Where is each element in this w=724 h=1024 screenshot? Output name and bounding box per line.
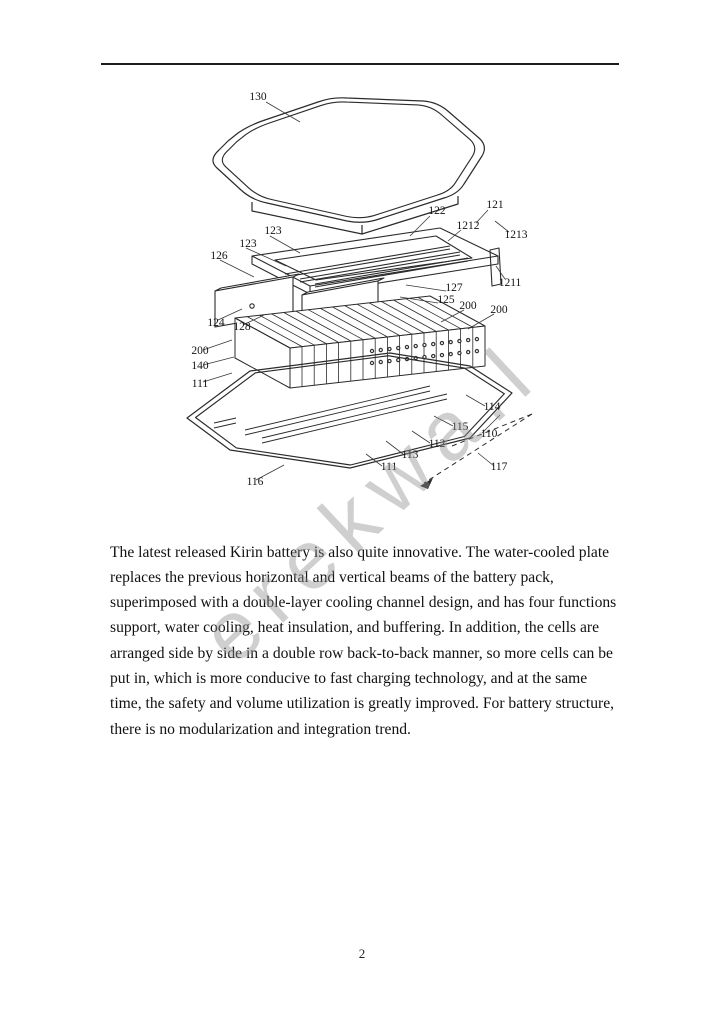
figure-label: 127 [445,282,463,294]
figure-label: 110 [481,428,498,440]
figure-label: 114 [484,401,501,413]
figure-label: 128 [233,321,251,333]
figure-label: 130 [249,91,267,103]
patent-exploded-diagram: 130 122 121 1212 1213 123 123 126 1211 1… [0,78,724,514]
figure-label: 1211 [499,277,522,289]
arrowhead [420,478,433,489]
figure-label: 1213 [505,229,528,241]
figure-label: 116 [247,476,264,488]
figure-label: 112 [429,438,446,450]
figure-label: 124 [207,317,225,329]
figure-label: 200 [490,304,508,316]
figure-label: 200 [459,300,477,312]
cell-holes [369,336,481,366]
figure-label: 123 [264,225,282,237]
figure-label: 111 [381,461,398,473]
bottom-tray-shape [186,352,513,469]
figure-label: 125 [437,294,455,306]
figure-label: 121 [486,199,504,211]
figure-label: 111 [192,378,209,390]
figure-label: 200 [191,345,209,357]
battery-pack-figure: 130 122 121 1212 1213 123 123 126 1211 1… [186,91,533,489]
figure-label: 113 [402,449,419,461]
leader-lines [202,101,510,481]
page-number: 2 [358,946,366,961]
figure-label: 123 [239,238,257,250]
figure-label: 1212 [457,220,480,232]
figure-label: 122 [428,205,446,217]
figure-label: 140 [191,360,209,372]
header-rule [101,63,619,65]
direction-arrow [423,413,533,484]
figure-label: 115 [452,421,469,433]
article-paragraph: The latest released Kirin battery is als… [110,543,617,738]
figure-label: 126 [210,250,228,262]
figure-label: 117 [491,461,508,473]
top-cover-shape [212,97,485,235]
